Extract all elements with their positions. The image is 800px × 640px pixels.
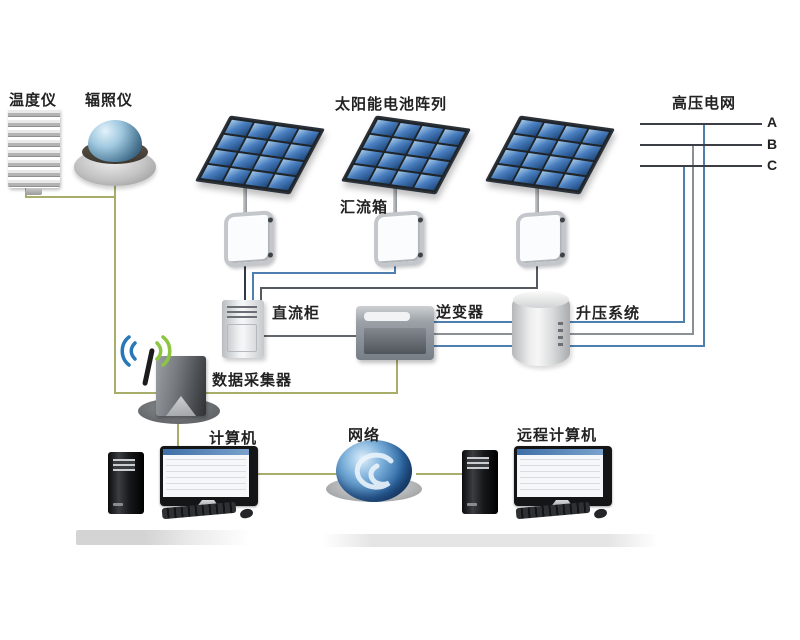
phase-a-label: A: [767, 114, 778, 130]
boost-system-label: 升压系统: [576, 305, 641, 322]
combiner-box-icon: [374, 210, 424, 268]
wire-combiner3-riser: [260, 287, 262, 302]
remote-tower: [462, 450, 498, 514]
grid-bus-line-c: [640, 165, 762, 167]
computer-label: 计算机: [209, 430, 258, 447]
dc-cabinet-label: 直流柜: [272, 305, 321, 322]
wire-combiner1-drop: [244, 255, 246, 302]
wire-collector-to-computer: [177, 414, 179, 450]
dc-cabinet-icon: [222, 300, 264, 358]
combiner-box-icon: [224, 210, 274, 268]
combiner-box-label: 汇流箱: [340, 199, 389, 216]
irradiance-sensor-icon: [72, 118, 158, 190]
wire-phase1-riser: [683, 165, 685, 323]
inverter-icon: [356, 306, 434, 360]
remote-screen: [517, 449, 603, 497]
wire-computer-to-network: [251, 473, 337, 475]
wire-combiner3-horizontal: [260, 287, 538, 289]
temperature-sensor-icon: [8, 108, 60, 195]
wifi-waves-icon: [120, 335, 172, 367]
boost-system-icon: [512, 291, 570, 366]
phase-b-label: B: [767, 136, 778, 152]
wire-sensor-bus: [114, 392, 398, 394]
solar-panel-icon: [340, 115, 472, 195]
grid-bus-line-b: [640, 144, 762, 146]
panel-pole: [535, 186, 539, 214]
computer-screen: [163, 449, 249, 497]
floor-shadow: [76, 530, 250, 545]
wire-cabinet-to-inverter: [264, 335, 360, 337]
panel-pole: [243, 186, 247, 214]
wire-phase2-riser: [692, 144, 694, 335]
wire-combiner3-drop: [536, 255, 538, 289]
irradiance-dome: [88, 120, 142, 162]
computer-tower: [108, 452, 144, 514]
remote-monitor: [514, 446, 612, 506]
hv-grid-label: 高压电网: [672, 95, 737, 112]
wire-temp-horizontal: [25, 196, 116, 198]
phase-c-label: C: [767, 157, 778, 173]
wire-combiner2-riser: [252, 272, 254, 302]
solar-array-label: 太阳能电池阵列: [335, 96, 448, 113]
wire-combiner2-horizontal: [252, 272, 396, 274]
wire-phase3-riser: [703, 123, 705, 347]
wire-sensor-riser: [114, 170, 116, 394]
mouse-icon: [239, 507, 254, 520]
computer-monitor: [160, 446, 258, 506]
network-swirl: [354, 452, 394, 490]
solar-panel-icon: [484, 115, 616, 195]
wire-inverter-data-drop: [396, 356, 398, 394]
inverter-label: 逆变器: [436, 304, 485, 321]
panel-pole: [393, 186, 397, 214]
grid-bus-line-a: [640, 123, 762, 125]
floor-shadow: [322, 534, 658, 547]
combiner-box-icon: [516, 210, 566, 268]
data-collector-label: 数据采集器: [212, 372, 293, 389]
irradiance-sensor-label: 辐照仪: [85, 92, 134, 109]
network-label: 网络: [348, 427, 381, 444]
remote-computer-label: 远程计算机: [517, 427, 598, 444]
wire-network-to-remote: [416, 473, 466, 475]
solar-panel-icon: [194, 115, 326, 195]
temperature-sensor-label: 温度仪: [9, 92, 58, 109]
remote-mouse-icon: [593, 507, 608, 520]
